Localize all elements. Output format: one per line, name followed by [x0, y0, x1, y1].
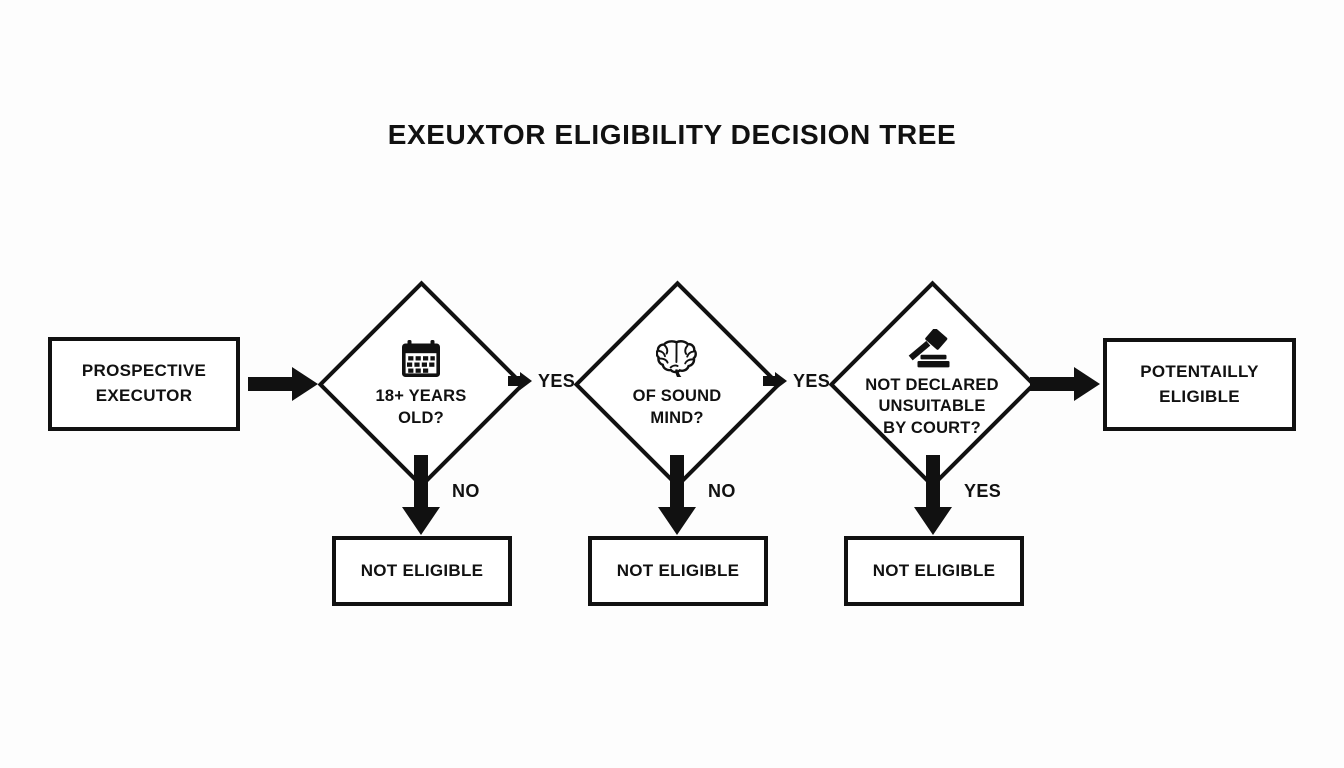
node-not-eligible-court-label: NOT ELIGIBLE: [872, 560, 996, 580]
page-title: EXEUXTOR ELIGIBILITY DECISION TREE: [387, 119, 957, 150]
edge-label-mind-yes: YES: [793, 371, 831, 391]
edge-label-mind-no: NO: [708, 481, 736, 501]
node-prospective-executor[interactable]: PROSPECTIVE EXECUTOR: [48, 337, 240, 431]
arrowhead-age-to-mind: [508, 372, 534, 390]
arrow-age-to-not-eligible: [400, 455, 442, 537]
node-potentially-eligible[interactable]: POTENTAILLY ELIGIBLE: [1103, 338, 1296, 431]
node-not-eligible-age[interactable]: NOT ELIGIBLE: [332, 536, 512, 606]
edge-label-court-yes: YES: [964, 481, 1002, 501]
arrow-start-to-age: [248, 364, 320, 404]
arrow-court-to-eligible: [1030, 364, 1102, 404]
arrowhead-mind-to-court: [763, 372, 789, 390]
arrow-mind-to-not-eligible: [656, 455, 698, 537]
edge-label-age-no: NO: [452, 481, 480, 501]
node-prospective-executor-label: PROSPECTIVE EXECUTOR: [81, 361, 207, 405]
edge-label-age-yes: YES: [538, 371, 576, 391]
node-not-eligible-age-label: NOT ELIGIBLE: [360, 560, 484, 580]
node-potentially-eligible-label: POTENTAILLY ELIGIBLE: [1140, 361, 1259, 406]
node-not-eligible-court[interactable]: NOT ELIGIBLE: [844, 536, 1024, 606]
node-not-eligible-mind-label: NOT ELIGIBLE: [616, 560, 740, 580]
arrow-court-to-not-eligible: [912, 455, 954, 537]
node-not-eligible-mind[interactable]: NOT ELIGIBLE: [588, 536, 768, 606]
